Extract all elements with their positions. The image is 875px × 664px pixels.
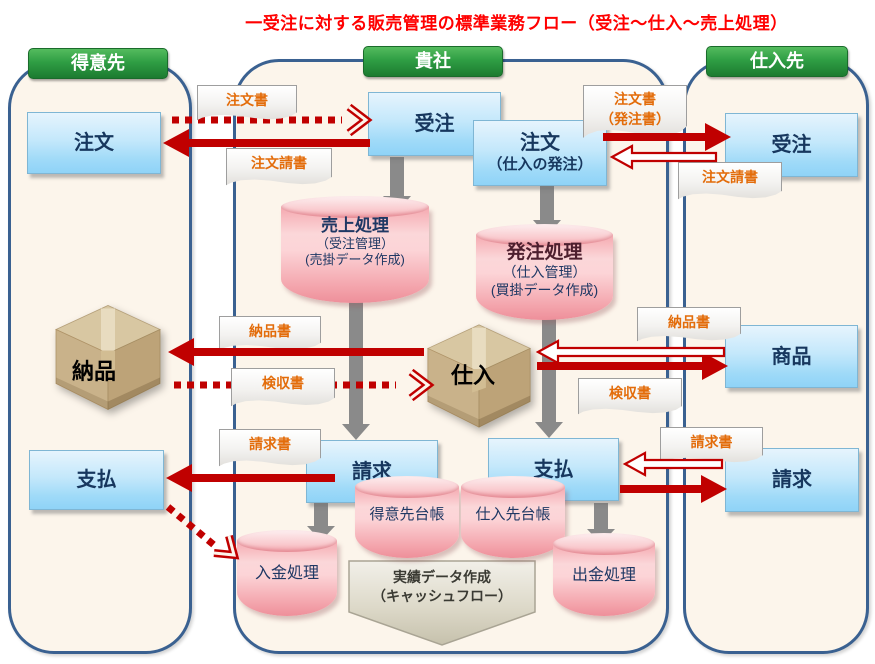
doc-inspection-slip-right: 検収書 — [578, 378, 682, 415]
db-withdrawal-processing: 出金処理 — [553, 533, 655, 616]
db-ordering-title: 発注処理 — [506, 242, 583, 263]
db-deposit-processing: 入金処理 — [237, 530, 337, 616]
doc-invoice-right: 請求書 — [660, 427, 763, 464]
cardboard-box-icon — [426, 324, 532, 428]
lane-header-supplier: 仕入先 — [706, 46, 848, 77]
doc-delivery-slip-right: 納品書 — [637, 307, 741, 342]
box-supplier-goods: 商品 — [725, 325, 858, 388]
db-sales-sub2: (売掛データ作成) — [305, 252, 405, 268]
purchase-package: 仕入 — [420, 318, 538, 430]
cardboard-box-icon — [55, 305, 161, 411]
db-ordering-sub2: (買掛データ作成) — [490, 281, 599, 298]
box-company-purchase-order-line2: （仕入の発注） — [487, 156, 593, 174]
db-withdrawal-label: 出金処理 — [571, 567, 636, 584]
db-sales-processing: 売上処理 （受注管理） (売掛データ作成) — [281, 196, 429, 303]
lane-header-company: 貴社 — [363, 46, 503, 77]
result-flow-arrow: 実績データ作成 （キャッシュフロー） — [348, 560, 536, 646]
box-customer-payment: 支払 — [29, 450, 164, 510]
doc-order-form-right-line1: 注文書 — [614, 91, 656, 107]
db-sales-title: 売上処理 — [321, 216, 389, 235]
page-title: 一受注に対する販売管理の標準業務フロー（受注～仕入～売上処理） — [245, 14, 788, 33]
db-ordering-sub1: （仕入管理） — [502, 264, 587, 280]
result-arrow-line1: 実績データ作成 — [393, 569, 491, 585]
doc-order-form-right-line2: （発注書） — [600, 111, 670, 128]
pentagon-shape-icon — [348, 560, 536, 646]
box-customer-order: 注文 — [27, 112, 161, 174]
delivery-package-label: 納品 — [72, 359, 117, 384]
db-customer-ledger: 得意先台帳 — [355, 476, 459, 558]
lane-header-customer: 得意先 — [28, 48, 168, 79]
db-deposit-label: 入金処理 — [254, 565, 319, 582]
db-ordering-processing: 発注処理 （仕入管理） (買掛データ作成) — [476, 224, 613, 320]
purchase-package-label: 仕入 — [451, 363, 496, 388]
db-supplier-ledger-label: 仕入先台帳 — [475, 506, 551, 523]
db-sales-sub1: （受注管理） — [315, 236, 394, 251]
db-customer-ledger-label: 得意先台帳 — [369, 506, 445, 523]
result-arrow-line2: （キャッシュフロー） — [372, 588, 512, 604]
box-company-purchase-order-line1: 注文 — [520, 132, 560, 155]
doc-invoice-left: 請求書 — [219, 429, 321, 467]
delivery-package: 納品 — [48, 298, 168, 413]
doc-order-form-left: 注文書 — [197, 85, 297, 121]
db-supplier-ledger: 仕入先台帳 — [461, 476, 565, 558]
